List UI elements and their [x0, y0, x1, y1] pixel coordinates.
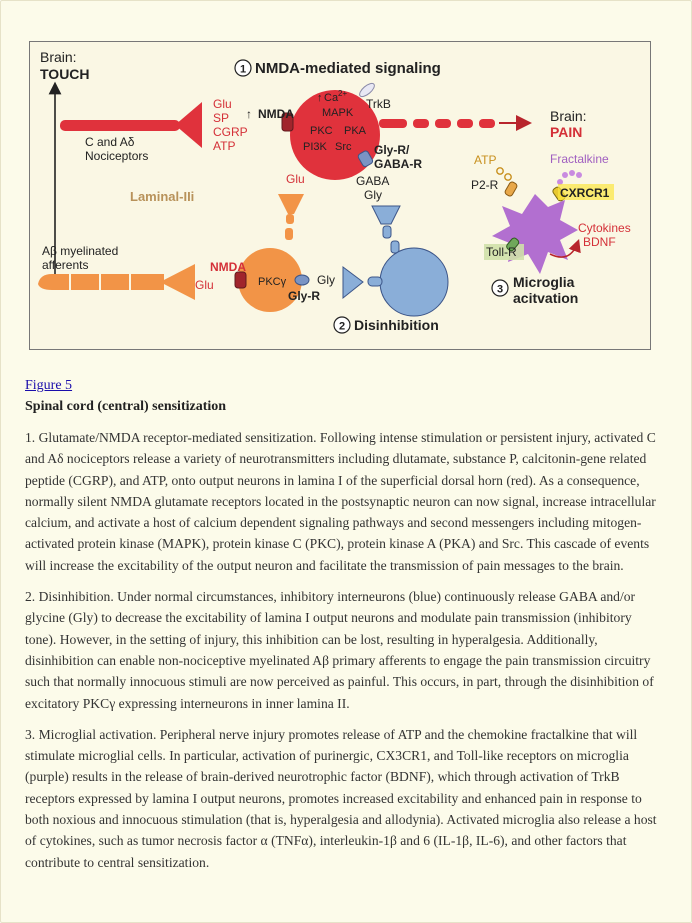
caption-paragraph-2: 2. Disinhibition. Under normal circumsta… [25, 589, 654, 711]
cytokine-arrow [549, 238, 581, 258]
atp-molecule-1 [496, 167, 504, 175]
nociceptor-fiber [60, 120, 180, 131]
fractalkine-dot-1 [562, 172, 568, 178]
atp-molecule-2 [504, 173, 512, 181]
pkcg-axon-dot-2 [285, 228, 293, 240]
nociceptor-label-2: Nociceptors [85, 149, 148, 163]
figure-title: Spinal cord (central) sensitization [25, 399, 227, 414]
abeta-label-1: Aβ myelinated [42, 244, 118, 258]
axon-segment-2 [413, 119, 429, 128]
caption-paragraph-1: 1. Glutamate/NMDA receptor-mediated sens… [25, 430, 656, 573]
cxrcr1-label: CXRCR1 [560, 186, 610, 200]
axon-segment-1 [379, 119, 407, 128]
ca-superscript: 2+ [338, 89, 347, 98]
tollr-receptor [506, 237, 520, 252]
pkcg-nmda-receptor [234, 271, 247, 289]
transmitter-glu: Glu [213, 97, 232, 111]
nociceptor-label-1: C and Aδ [85, 135, 135, 149]
section2-badge [333, 316, 351, 334]
pkcg-gly-label: Gly [317, 273, 335, 287]
axon-segment-3 [435, 119, 451, 128]
pka-label: PKA [344, 125, 367, 137]
section3-title-2: acitvation [513, 290, 578, 306]
brain-pain-label-1: Brain: [550, 108, 587, 124]
bdnf-label: BDNF [583, 235, 616, 249]
output-neuron [290, 90, 380, 180]
glu-top-label: Glu [286, 172, 305, 186]
pkcg-axon-dot-1 [286, 214, 294, 224]
nmda-up-arrow: ↑ [246, 107, 252, 121]
gabar-label: GABA-R [374, 157, 422, 171]
glyr-gabar-receptor [357, 150, 374, 167]
figure-diagram: Brain: TOUCH 1 NMDA-mediated signaling C… [29, 41, 651, 350]
ca-label: Ca [324, 92, 339, 104]
brain-touch-label-1: Brain: [40, 49, 77, 65]
figure-caption: 1. Glutamate/NMDA receptor-mediated sens… [25, 427, 657, 883]
abeta-label-2: afferents [42, 258, 88, 272]
axon-segment-5 [479, 119, 495, 128]
laminal-label: Laminal-IIi [130, 189, 194, 204]
fractalkine-label: Fractalkine [550, 152, 609, 166]
blue-terminal-left [342, 266, 364, 300]
pkcg-glyr-receptor [294, 274, 310, 286]
tollr-label: Toll-R [486, 245, 517, 259]
p2r-receptor [504, 181, 518, 197]
section1-num: 1 [240, 64, 246, 76]
blue-terminal-top [371, 205, 401, 225]
cytokines-label: Cytokines [578, 221, 631, 235]
axon-segment-4 [457, 119, 473, 128]
gaba-label: GABA [356, 174, 389, 188]
p2r-label: P2-R [471, 178, 499, 192]
figure-link[interactable]: Figure 5 [25, 378, 73, 393]
brain-pain-label-2: PAIN [550, 124, 582, 140]
pkcg-glyr-label: Gly-R [288, 289, 320, 303]
section3-title-1: Microglia [513, 274, 575, 290]
glyr-label: Gly-R/ [374, 143, 410, 157]
pi3k-label: PI3K [303, 141, 328, 153]
section1-title: NMDA-mediated signaling [255, 60, 441, 77]
section3-badge [491, 279, 509, 297]
pkc-label: PKC [310, 125, 333, 137]
nmda-receptor [281, 112, 294, 132]
abeta-terminal [160, 264, 195, 300]
gly-label: Gly [364, 188, 382, 202]
nmda-label: NMDA [258, 107, 294, 121]
atp-label: ATP [474, 153, 496, 167]
pkcg-terminal [278, 194, 304, 214]
fractalkine-dot-2 [569, 170, 575, 176]
caption-paragraph-3: 3. Microglial activation. Peripheral ner… [25, 726, 657, 870]
section3-num: 3 [497, 284, 503, 296]
ca-up-arrow: ↑ [317, 92, 323, 104]
pkcg-label: PKCγ [258, 276, 287, 288]
nociceptor-terminal [175, 102, 202, 148]
transmitter-atp: ATP [213, 139, 235, 153]
transmitter-cgrp: CGRP [213, 125, 248, 139]
section2-title: Disinhibition [354, 317, 439, 333]
blue-axon-dot-2 [390, 240, 400, 254]
cxrcr1-highlight [558, 184, 614, 200]
fractalkine-dot-3 [576, 172, 582, 178]
src-label: Src [335, 141, 352, 153]
pkcg-interneuron [238, 248, 302, 312]
microglia-cell [492, 194, 578, 274]
transmitter-sp: SP [213, 111, 229, 125]
pkcg-nmda-label: NMDA [210, 260, 246, 274]
brain-touch-label-2: TOUCH [40, 66, 90, 82]
inhibitory-interneuron [379, 247, 449, 317]
section2-num: 2 [339, 321, 345, 333]
trkb-receptor [359, 82, 375, 98]
blue-axon-dot-3 [367, 276, 383, 287]
trkb-label: TrkB [366, 97, 391, 111]
section1-badge [234, 59, 252, 77]
fractalkine-dot-4 [557, 179, 563, 185]
pkcg-glu-label: Glu [195, 278, 214, 292]
blue-axon-dot-1 [382, 225, 392, 239]
mapk-label: MAPK [322, 107, 354, 119]
